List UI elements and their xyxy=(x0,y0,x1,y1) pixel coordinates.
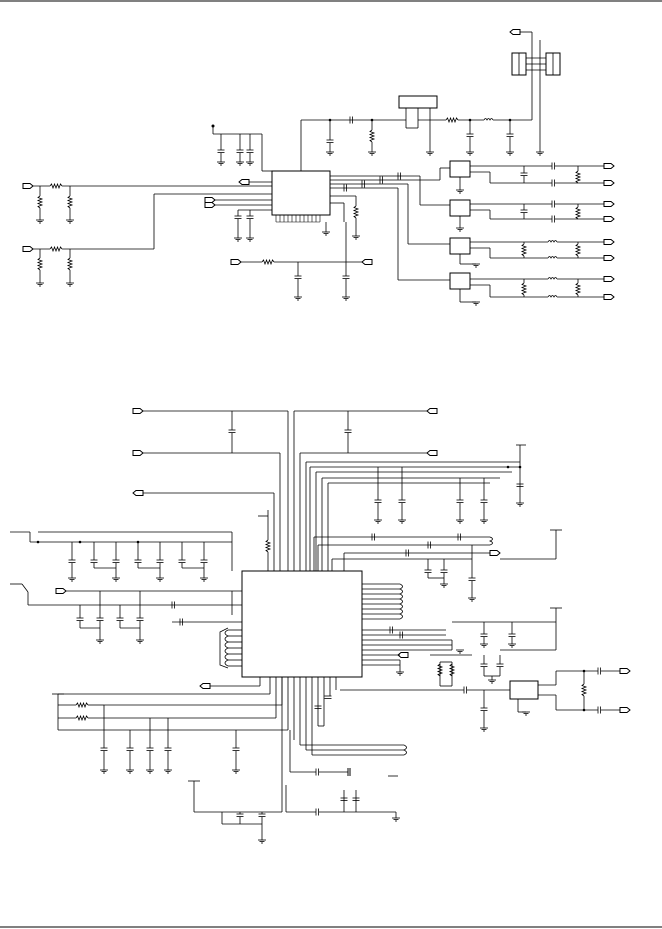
right-top-network xyxy=(313,529,562,651)
main-ic xyxy=(271,170,331,216)
left-pin-fan xyxy=(199,627,261,689)
output-buffers xyxy=(449,160,481,306)
top-bus xyxy=(132,408,526,571)
right-bottom-network xyxy=(340,654,631,732)
sheet-top xyxy=(22,29,615,306)
voltage-regulator xyxy=(398,95,438,109)
header-connector xyxy=(509,29,561,156)
left-network xyxy=(10,531,242,644)
right-bus xyxy=(362,583,465,676)
output-lines xyxy=(470,162,615,300)
sheet-bottom xyxy=(10,408,631,844)
output-transformer xyxy=(509,680,539,700)
main-ic-bottom-pins xyxy=(275,215,321,223)
bottom-bus xyxy=(52,677,407,844)
central-ic xyxy=(241,570,363,678)
